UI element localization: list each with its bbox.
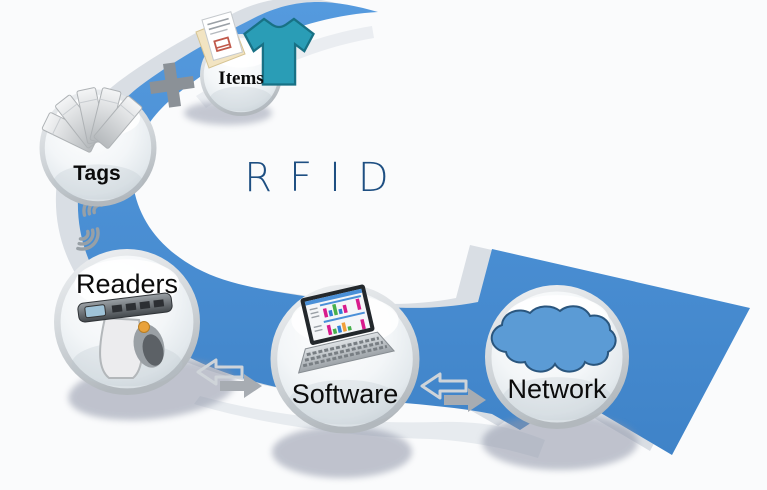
cloud-icon bbox=[490, 305, 617, 373]
document-icon bbox=[201, 11, 244, 61]
rfid-tags-fan-icon bbox=[41, 87, 143, 153]
tshirt-icon bbox=[243, 17, 315, 86]
rfid-title: RFID bbox=[244, 155, 405, 201]
node-tags: Tags bbox=[39, 87, 157, 207]
laptop-charts-icon bbox=[297, 284, 396, 374]
node-network: Network bbox=[485, 285, 629, 429]
node-label-software: Software bbox=[292, 379, 399, 409]
node-label-tags: Tags bbox=[73, 162, 120, 185]
node-items: Items bbox=[195, 11, 315, 116]
node-readers: Readers bbox=[54, 249, 200, 395]
node-label-network: Network bbox=[507, 374, 607, 404]
node-software: Software bbox=[270, 284, 420, 434]
software-shadow bbox=[272, 426, 412, 478]
node-label-readers: Readers bbox=[76, 269, 178, 299]
clothes-and-documents-icon bbox=[195, 11, 315, 86]
network-shadow bbox=[482, 414, 638, 470]
node-label-items: Items bbox=[218, 68, 263, 89]
swoosh-accent-top bbox=[196, 26, 374, 108]
plus-icon bbox=[149, 62, 195, 108]
handheld-reader-icon bbox=[77, 292, 173, 379]
